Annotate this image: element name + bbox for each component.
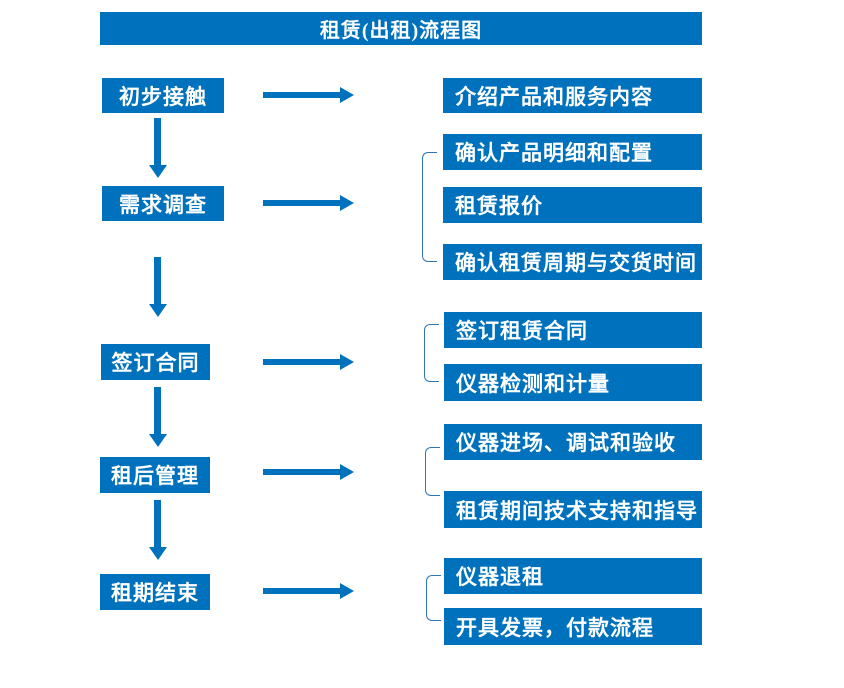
right-arrow-connector-5 xyxy=(263,583,354,599)
down-arrow-connector-3 xyxy=(149,387,167,447)
output-box-sign-rental-contract: 签订租赁合同 xyxy=(444,312,702,348)
output-box-instrument-setup-acceptance: 仪器进场、调试和验收 xyxy=(444,424,702,460)
arrow-head xyxy=(149,304,167,317)
arrow-head xyxy=(340,464,354,480)
output-box-intro-services: 介绍产品和服务内容 xyxy=(443,78,702,113)
arrow-stem xyxy=(263,92,341,98)
arrow-stem xyxy=(263,359,341,365)
arrow-head xyxy=(340,583,354,599)
arrow-stem xyxy=(263,469,341,475)
arrow-stem xyxy=(154,387,161,434)
down-arrow-connector-4 xyxy=(149,500,167,560)
output-box-instrument-return: 仪器退租 xyxy=(444,558,702,594)
output-box-confirm-period-delivery: 确认租赁周期与交货时间 xyxy=(443,244,702,280)
output-box-instrument-inspection: 仪器检测和计量 xyxy=(444,364,702,401)
bracket-group-post-rental xyxy=(425,447,440,496)
arrow-stem xyxy=(263,200,341,206)
output-box-tech-support: 租赁期间技术支持和指导 xyxy=(444,491,702,528)
bracket-group-sign-contract xyxy=(424,324,439,382)
step-box-rental-end: 租期结束 xyxy=(100,574,210,610)
arrow-head xyxy=(340,195,354,211)
down-arrow-connector-1 xyxy=(149,118,167,178)
arrow-head xyxy=(340,87,354,103)
flowchart-title: 租赁(出租)流程图 xyxy=(100,12,702,45)
right-arrow-connector-4 xyxy=(263,464,354,480)
right-arrow-connector-2 xyxy=(263,195,354,211)
bracket-group-rental-end xyxy=(426,575,441,621)
output-box-invoice-payment: 开具发票，付款流程 xyxy=(444,608,702,645)
output-box-confirm-product-config: 确认产品明细和配置 xyxy=(443,134,702,170)
arrow-head xyxy=(149,165,167,178)
arrow-head xyxy=(340,354,354,370)
arrow-head xyxy=(149,547,167,560)
step-box-initial-contact: 初步接触 xyxy=(102,78,224,113)
step-box-sign-contract: 签订合同 xyxy=(101,344,210,380)
arrow-stem xyxy=(154,500,161,547)
right-arrow-connector-3 xyxy=(263,354,354,370)
arrow-head xyxy=(149,434,167,447)
step-box-post-rental-management: 租后管理 xyxy=(100,457,210,493)
arrow-stem xyxy=(154,118,161,165)
right-arrow-connector-1 xyxy=(263,87,354,103)
down-arrow-connector-2 xyxy=(149,257,167,317)
bracket-group-demand-survey xyxy=(422,152,437,262)
arrow-stem xyxy=(154,257,161,304)
arrow-stem xyxy=(263,588,341,594)
step-box-demand-survey: 需求调查 xyxy=(102,186,224,221)
output-box-rental-quote: 租赁报价 xyxy=(443,187,702,223)
